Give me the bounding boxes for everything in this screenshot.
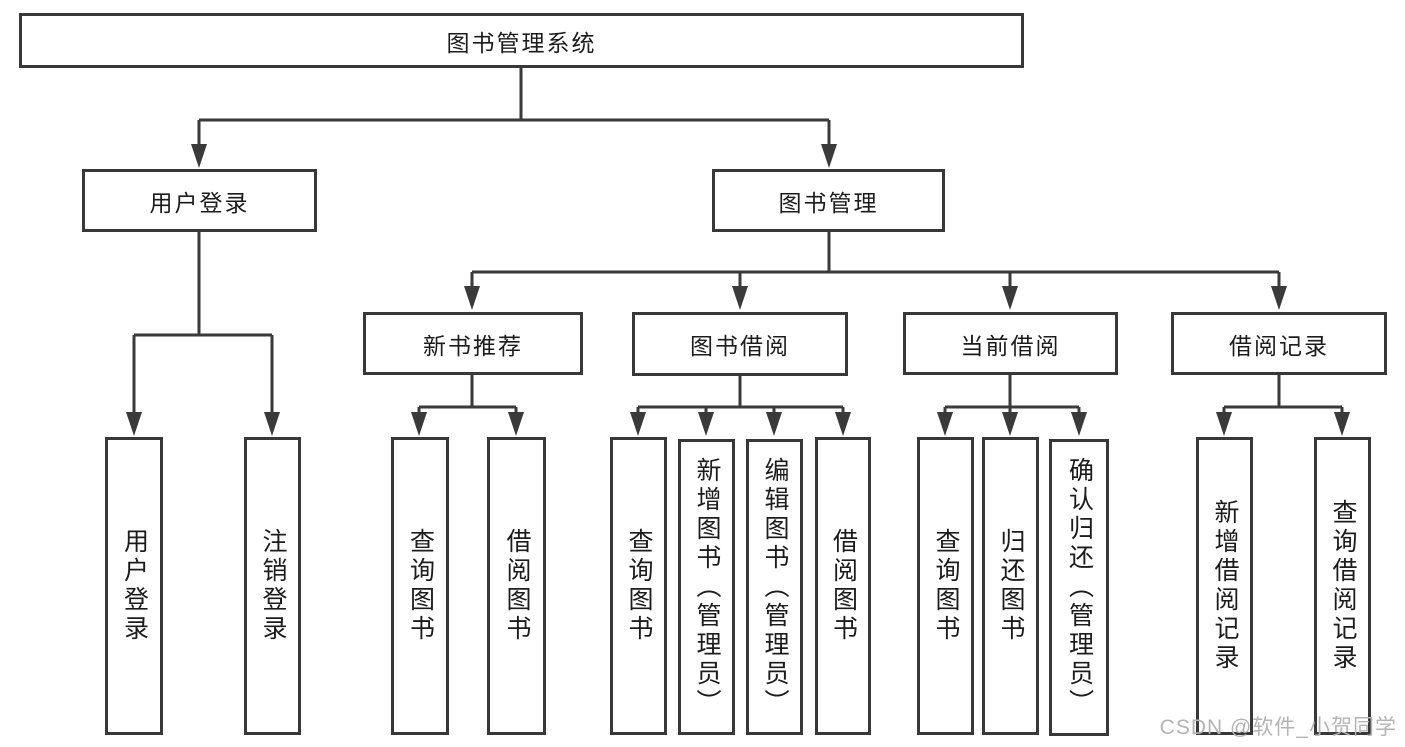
node-current-borrowing: 当前借阅 <box>903 312 1118 375</box>
leaf-nb-query-books: 查询图书 <box>391 437 449 735</box>
leaf-nb-borrow-books: 借阅图书 <box>487 437 546 735</box>
leaf-bb-query-books: 查询图书 <box>610 437 667 735</box>
leaf-nb-borrow-books-label: 借阅图书 <box>503 528 531 644</box>
csdn-watermark: CSDN @软件_小贺同学 <box>1159 716 1397 739</box>
node-borrowing-records-label: 借阅记录 <box>1229 332 1329 359</box>
node-root: 图书管理系统 <box>19 13 1024 68</box>
leaf-logout: 注销登录 <box>244 437 301 735</box>
node-book-management-label: 图书管理 <box>778 189 879 216</box>
leaf-bb-query-books-label: 查询图书 <box>625 528 653 644</box>
node-book-borrowing-label: 图书借阅 <box>690 333 790 359</box>
leaf-user-login-label: 用户登录 <box>120 528 149 644</box>
leaf-nb-query-books-label: 查询图书 <box>406 528 435 644</box>
node-root-label: 图书管理系统 <box>446 29 597 56</box>
leaf-bb-borrow-books: 借阅图书 <box>815 437 871 735</box>
leaf-cb-query-books: 查询图书 <box>917 437 974 735</box>
leaf-cb-confirm-return: 确认归还（管理员） <box>1049 439 1109 736</box>
node-new-book-recommendation-label: 新书推荐 <box>423 332 523 359</box>
leaf-user-login: 用户登录 <box>105 437 163 735</box>
leaf-br-query-record: 查询借阅记录 <box>1314 437 1371 735</box>
leaf-cb-return-books: 归还图书 <box>982 437 1039 735</box>
node-current-borrowing-label: 当前借阅 <box>960 332 1061 359</box>
node-new-book-recommendation: 新书推荐 <box>363 312 583 375</box>
node-borrowing-records: 借阅记录 <box>1171 312 1387 375</box>
node-book-borrowing: 图书借阅 <box>632 312 848 376</box>
leaf-br-query-record-label: 查询借阅记录 <box>1329 499 1357 673</box>
leaf-logout-label: 注销登录 <box>259 528 287 644</box>
node-book-management: 图书管理 <box>712 169 945 232</box>
leaf-br-add-record-label: 新增借阅记录 <box>1211 499 1239 673</box>
leaf-cb-confirm-return-label: 确认归还（管理员） <box>1065 457 1094 718</box>
leaf-bb-add-books-label: 新增图书（管理员） <box>693 456 721 718</box>
leaf-bb-add-books: 新增图书（管理员） <box>678 439 735 735</box>
leaf-br-add-record: 新增借阅记录 <box>1196 437 1253 735</box>
node-user-login-label: 用户登录 <box>149 189 250 216</box>
leaf-cb-return-books-label: 归还图书 <box>997 528 1025 644</box>
leaf-cb-query-books-label: 查询图书 <box>932 528 960 644</box>
leaf-bb-borrow-books-label: 借阅图书 <box>829 528 858 644</box>
leaf-bb-edit-books: 编辑图书（管理员） <box>746 439 803 735</box>
node-user-login: 用户登录 <box>82 169 317 232</box>
leaf-bb-edit-books-label: 编辑图书（管理员） <box>761 456 789 718</box>
